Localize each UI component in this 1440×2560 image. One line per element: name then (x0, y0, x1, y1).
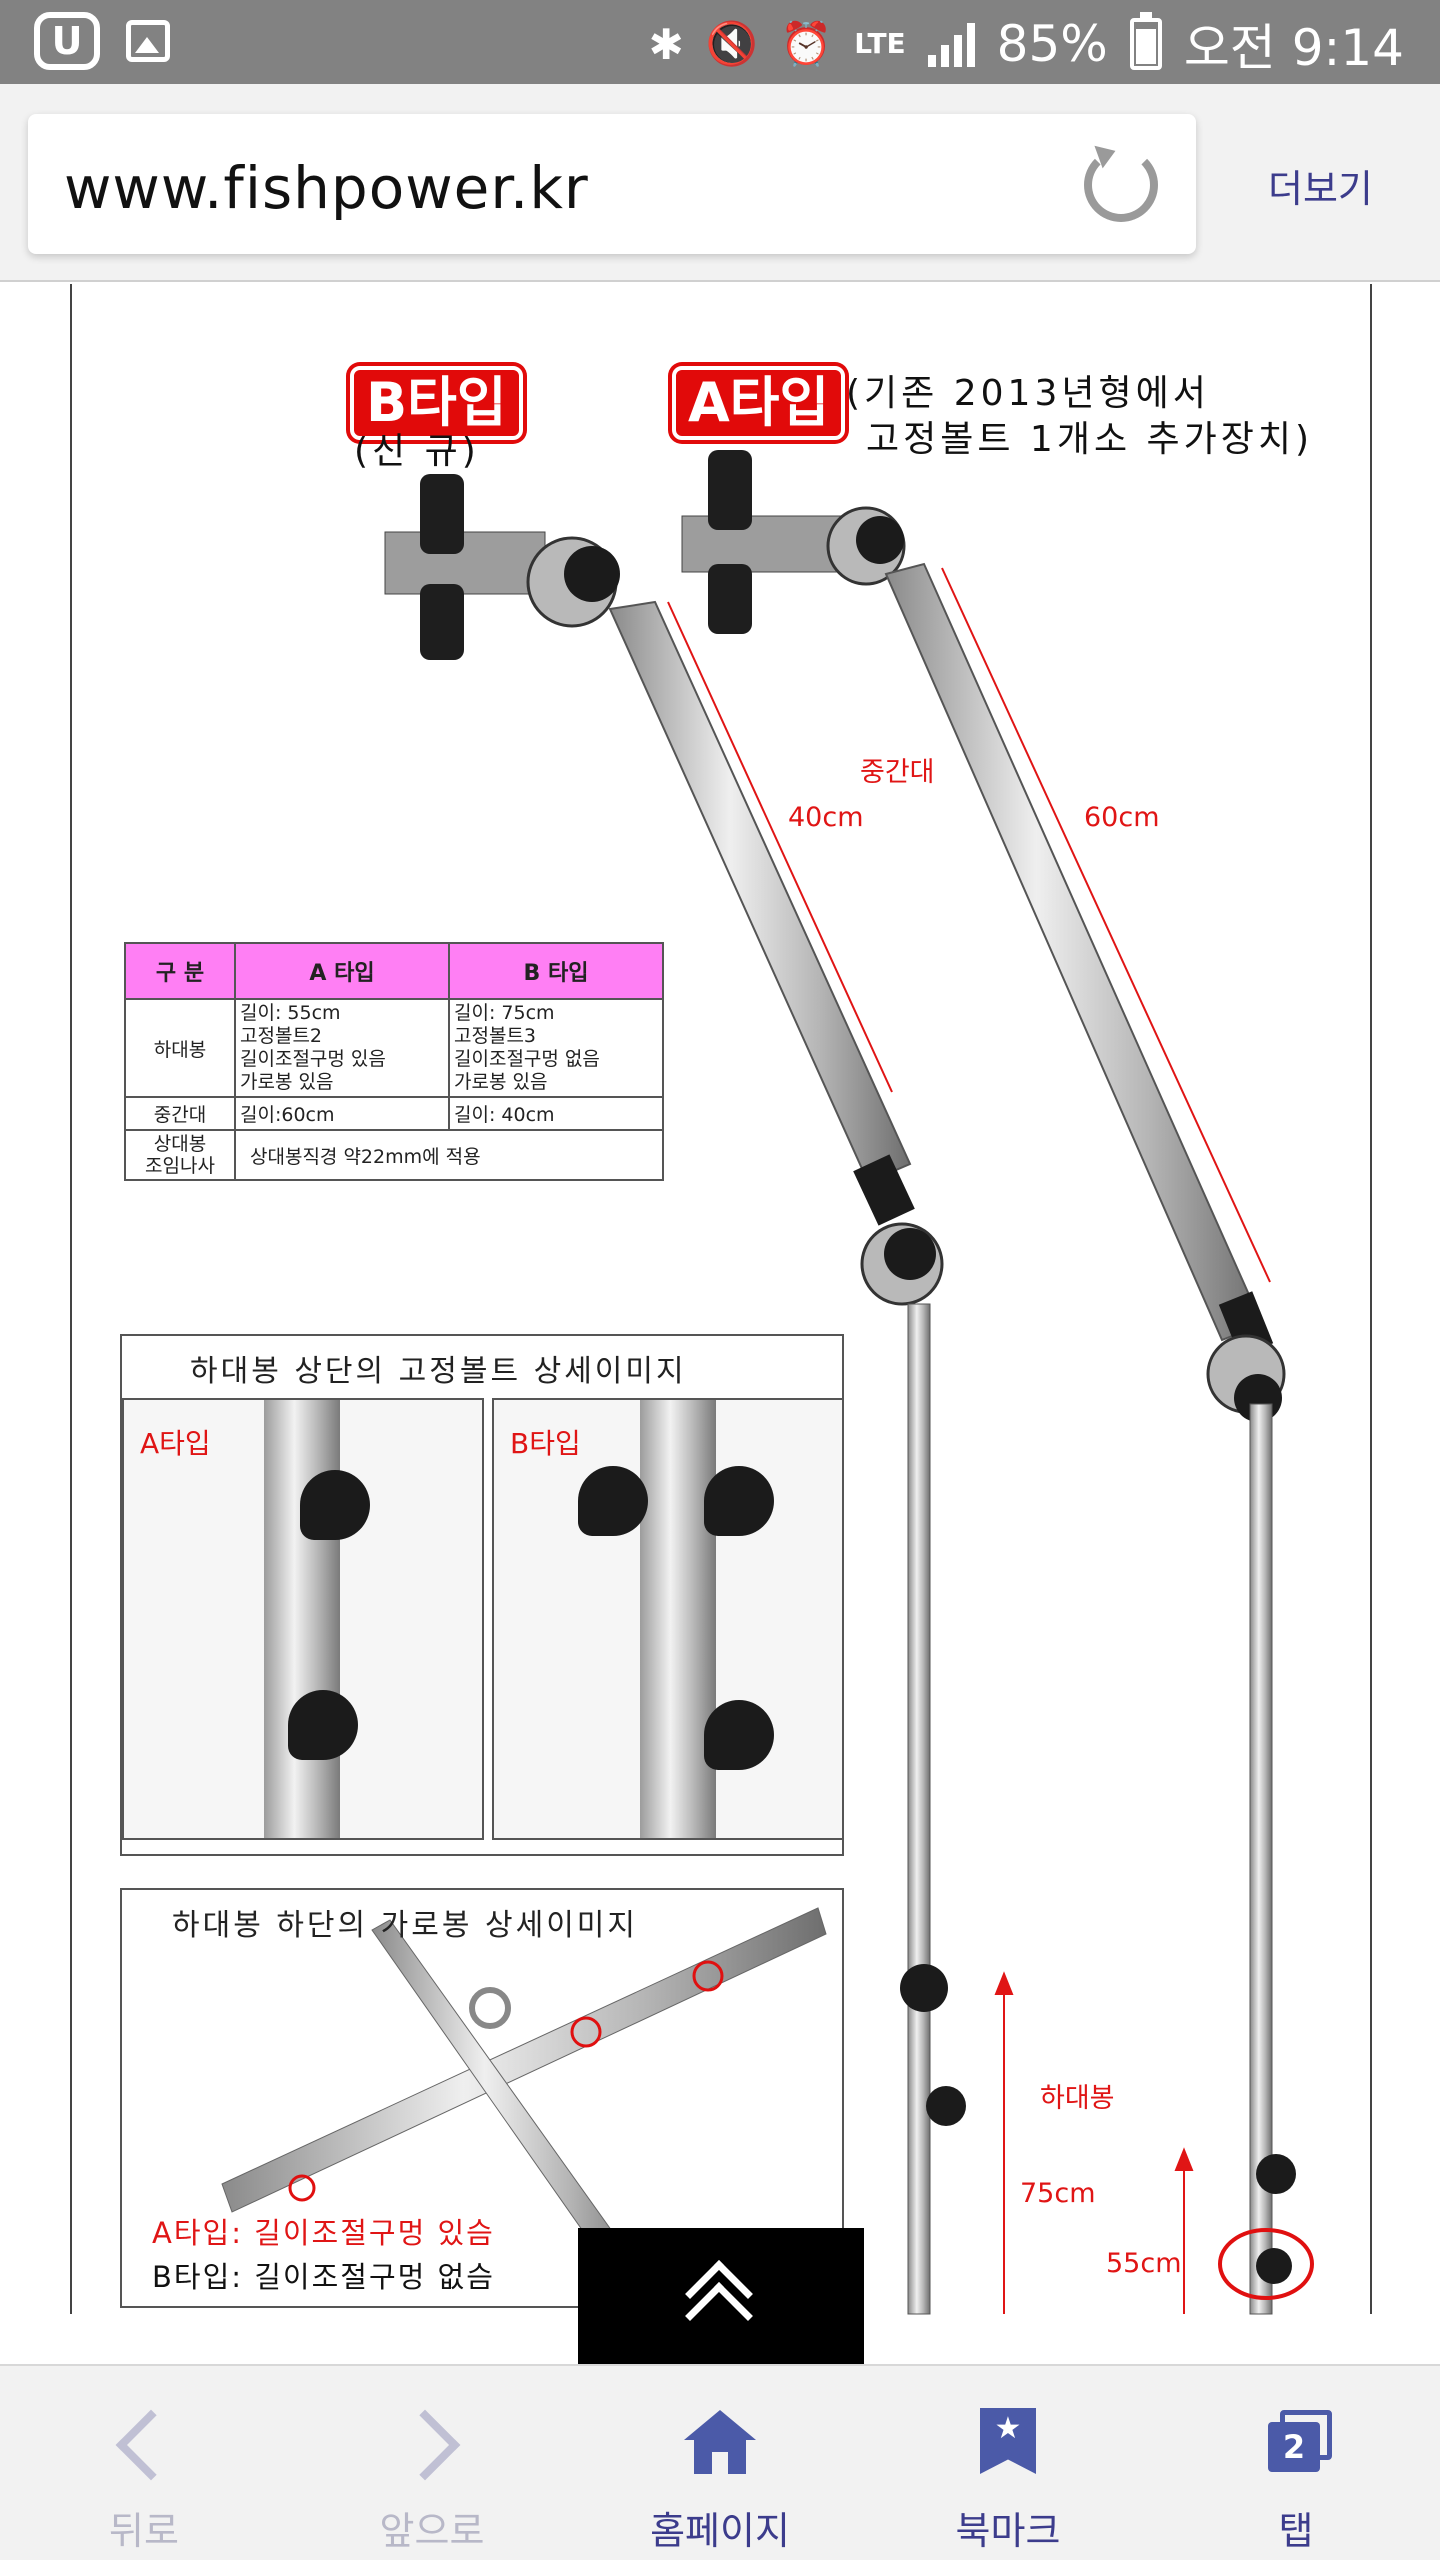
detail-panel-top-title: 하대봉 상단의 고정볼트 상세이미지 (190, 1354, 687, 1389)
tab-count: 2 (1268, 2422, 1320, 2472)
home-label: 홈페이지 (650, 2509, 790, 2553)
detail-a-image: A타입 (122, 1398, 484, 1840)
product-illustration (384, 450, 1314, 2315)
back-arrow-icon (115, 2409, 187, 2481)
table-row: 상대봉 조임나사 상대봉직경 약22mm에 적용 (124, 1129, 664, 1181)
battery-level: 85% (996, 15, 1108, 73)
forward-label: 앞으로 (379, 2509, 485, 2553)
detail-a-label: A타입 (140, 1427, 211, 1460)
app-badge-icon: U (34, 12, 100, 70)
status-bar: U ✱ 🔇 ⏰ LTE 85% 오전 9:14 (0, 0, 1440, 84)
url-text[interactable]: www.fishpower.kr (64, 154, 589, 222)
back-label: 뒤로 (109, 2509, 179, 2553)
network-type: LTE (854, 27, 906, 60)
bookmark-label: 북마크 (955, 2509, 1061, 2553)
signal-icon (927, 21, 975, 67)
spec-header-category: 구 분 (124, 942, 236, 1000)
forward-arrow-icon (389, 2409, 461, 2481)
b-type-note: (신 규) (354, 431, 480, 472)
tabs-label: 탭 (1278, 2509, 1314, 2553)
spec-cell: 길이:60cm (234, 1096, 450, 1131)
home-button[interactable]: 홈페이지 (576, 2366, 864, 2560)
bluetooth-icon: ✱ (648, 19, 684, 69)
address-bar[interactable]: www.fishpower.kr (28, 114, 1196, 254)
bookmark-star-icon: ★ (968, 2406, 1048, 2486)
detail-b-image: B타입 (492, 1398, 844, 1840)
table-row: 하대봉 길이: 55cm 고정볼트2 길이조절구멍 있음 가로봉 있음 길이: … (124, 998, 664, 1098)
frame-line-left (70, 284, 72, 2314)
tabs-icon: 2 (1256, 2406, 1336, 2486)
detail-panel-bottom-title: 하대봉 하단의 가로봉 상세이미지 (172, 1908, 639, 1943)
spec-header-a: A 타입 (234, 942, 450, 1000)
tabs-button[interactable]: 2 탭 (1152, 2366, 1440, 2560)
bottom-nav: 뒤로 앞으로 홈페이지 ★ 북마크 2 탭 (0, 2364, 1440, 2560)
more-button[interactable]: 더보기 (1268, 167, 1373, 211)
clock: 오전 9:14 (1183, 19, 1404, 77)
spec-cell: 길이: 55cm 고정볼트2 길이조절구멍 있음 가로봉 있음 (234, 998, 450, 1098)
mute-icon: 🔇 (705, 19, 758, 68)
b-type-rod (384, 474, 966, 2315)
spec-header-b: B 타입 (448, 942, 664, 1000)
b-type-badge: B타입 (350, 366, 523, 440)
battery-icon (1129, 12, 1162, 70)
spec-cell: 길이: 40cm (448, 1096, 664, 1131)
lower-rod-label: 하대봉 (1040, 2083, 1115, 2114)
frame-line-right (1370, 284, 1372, 2314)
home-icon (680, 2406, 760, 2486)
a-type-note-line1: (기존 2013년형에서 (846, 373, 1210, 414)
length-75-label: 75cm (1020, 2178, 1096, 2209)
middle-rod-label: 중간대 (860, 757, 935, 788)
spec-cell: 길이: 75cm 고정볼트3 길이조절구멍 없음 가로봉 있음 (448, 998, 664, 1098)
detail-bottom-b-text: B타입: 길이조절구멍 없슴 (152, 2260, 495, 2294)
browser-toolbar: www.fishpower.kr 더보기 (0, 84, 1440, 282)
spec-row-name: 상대봉 조임나사 (124, 1129, 236, 1181)
forward-button[interactable]: 앞으로 (288, 2366, 576, 2560)
length-60-label: 60cm (1084, 802, 1160, 833)
table-row: 중간대 길이:60cm 길이: 40cm (124, 1096, 664, 1131)
page-content: B타입 (신 규) A타입 (기존 2013년형에서 고정볼트 1개소 추가장치… (0, 284, 1440, 2364)
detail-panel-bottom: 하대봉 하단의 가로봉 상세이미지 A타입: 길이조절구멍 있슴 B타입: 길이… (120, 1888, 844, 2308)
back-to-top-button[interactable] (578, 2228, 864, 2364)
detail-bottom-a-text: A타입: 길이조절구멍 있슴 (152, 2216, 495, 2250)
a-type-rod (681, 450, 1314, 2315)
measurement-lines (667, 567, 1271, 2314)
reload-icon[interactable] (1084, 148, 1158, 222)
detail-panel-top: 하대봉 상단의 고정볼트 상세이미지 A타입 B타입 (120, 1334, 844, 1856)
a-type-note-line2: 고정볼트 1개소 추가장치) (866, 419, 1314, 460)
alarm-icon: ⏰ (779, 19, 833, 68)
length-40-label: 40cm (788, 802, 864, 833)
bookmark-button[interactable]: ★ 북마크 (864, 2366, 1152, 2560)
length-55-label: 55cm (1106, 2248, 1182, 2279)
back-button[interactable]: 뒤로 (0, 2366, 288, 2560)
spec-row-name: 하대봉 (124, 998, 236, 1098)
spec-row-name: 중간대 (124, 1096, 236, 1131)
gallery-notification-icon (126, 20, 170, 62)
spec-table: 구 분 A 타입 B 타입 하대봉 길이: 55cm 고정볼트2 길이조절구멍 … (124, 942, 664, 1181)
detail-b-label: B타입 (510, 1427, 581, 1460)
a-type-badge: A타입 (672, 366, 846, 440)
spec-cell: 상대봉직경 약22mm에 적용 (234, 1129, 664, 1181)
